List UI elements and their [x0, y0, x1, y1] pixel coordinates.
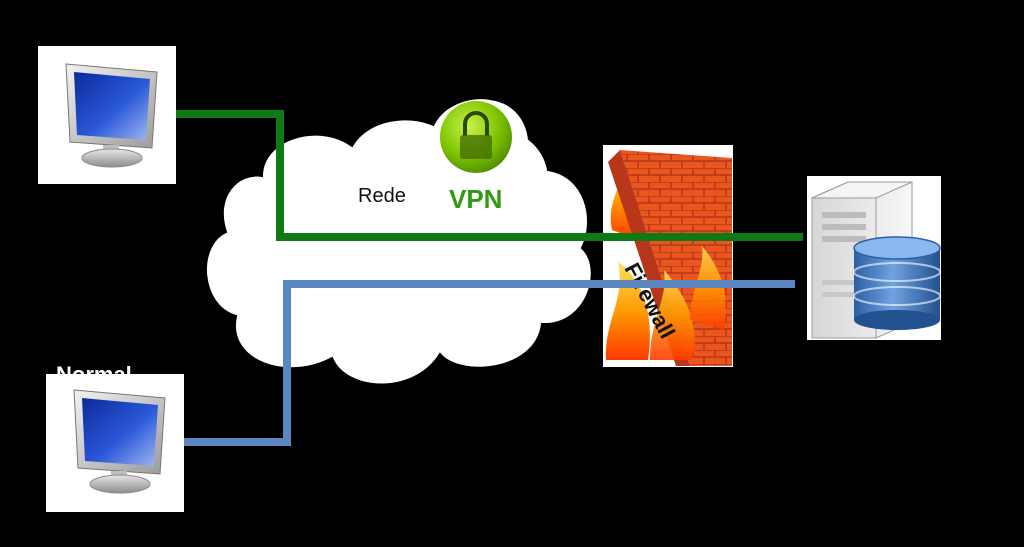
firewall: Firewall: [603, 145, 733, 367]
vpn-badge: [430, 99, 529, 173]
vpn-connection-line: [176, 110, 803, 241]
top-client: [38, 46, 176, 184]
padlock-icon: [440, 101, 512, 173]
brick-wall-fire-icon: [605, 150, 732, 366]
bottom-client: [46, 374, 184, 512]
server-database-icon: [811, 181, 941, 339]
computer-monitor-icon: [73, 389, 166, 494]
server: [807, 176, 941, 340]
vpn-label: VPN: [449, 184, 502, 214]
normal-connection-line: [184, 280, 795, 446]
network-cloud: [205, 118, 593, 386]
network-label: Rede: [358, 185, 406, 207]
computer-monitor-icon: [65, 63, 158, 168]
